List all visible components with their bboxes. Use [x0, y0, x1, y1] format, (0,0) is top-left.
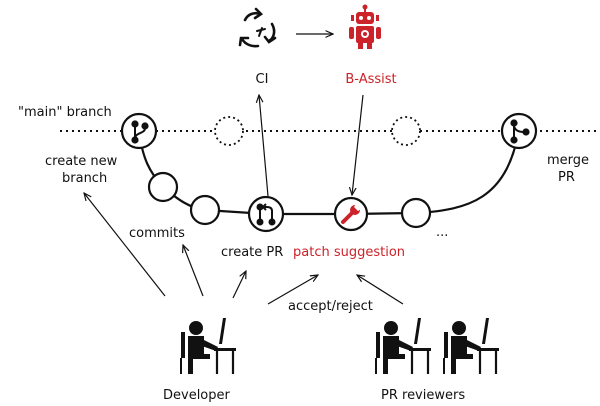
ci-label: CI: [256, 72, 269, 87]
main-commit-placeholder: [391, 116, 421, 146]
developer-to-pr-arrow: [232, 271, 246, 299]
create-new-branch-label-line2: branch: [62, 171, 107, 186]
ellipsis-label: ...: [436, 225, 448, 240]
git-branch-icon: [131, 120, 149, 144]
pr-reviewers-label: PR reviewers: [381, 388, 465, 403]
main-commit-placeholder: [214, 116, 244, 146]
developer-to-commits-arrow: [183, 245, 204, 297]
b-assist-label: B-Assist: [345, 72, 396, 87]
create-new-branch-label-line1: create new: [45, 154, 118, 169]
main-branch-label: "main" branch: [18, 105, 112, 120]
reviewer-icon: [442, 316, 501, 376]
developer-to-branch-arrow: [84, 193, 166, 297]
developer-label: Developer: [163, 388, 231, 403]
merge-pr-label-line1: merge: [547, 153, 589, 168]
accept-reject-arrow-left: [267, 275, 318, 305]
wrench-icon: [341, 204, 361, 224]
patch-suggestion-label: patch suggestion: [293, 245, 405, 260]
pr-to-ci-arrow: [259, 95, 269, 197]
reviewer-icon: [374, 316, 433, 376]
commit-node: [147, 171, 179, 203]
accept-reject-arrow-right: [357, 275, 404, 305]
robot-icon: [349, 4, 381, 49]
assist-to-patch-arrow: [352, 94, 364, 195]
developer-icon: [179, 316, 238, 376]
create-pr-label: create PR: [221, 245, 283, 260]
merge-pr-label-line2: PR: [558, 170, 575, 185]
sync-arrows-icon: [238, 7, 277, 48]
commits-label: commits: [129, 226, 185, 241]
pull-request-node: [247, 195, 285, 233]
commit-node: [400, 197, 432, 229]
accept-reject-label: accept/reject: [288, 299, 373, 314]
merge-node: [500, 112, 538, 150]
pull-request-icon: [256, 203, 276, 226]
commit-node: [189, 194, 221, 226]
git-merge-icon: [510, 119, 530, 144]
patch-node: [333, 196, 369, 232]
branch-node: [120, 112, 158, 150]
